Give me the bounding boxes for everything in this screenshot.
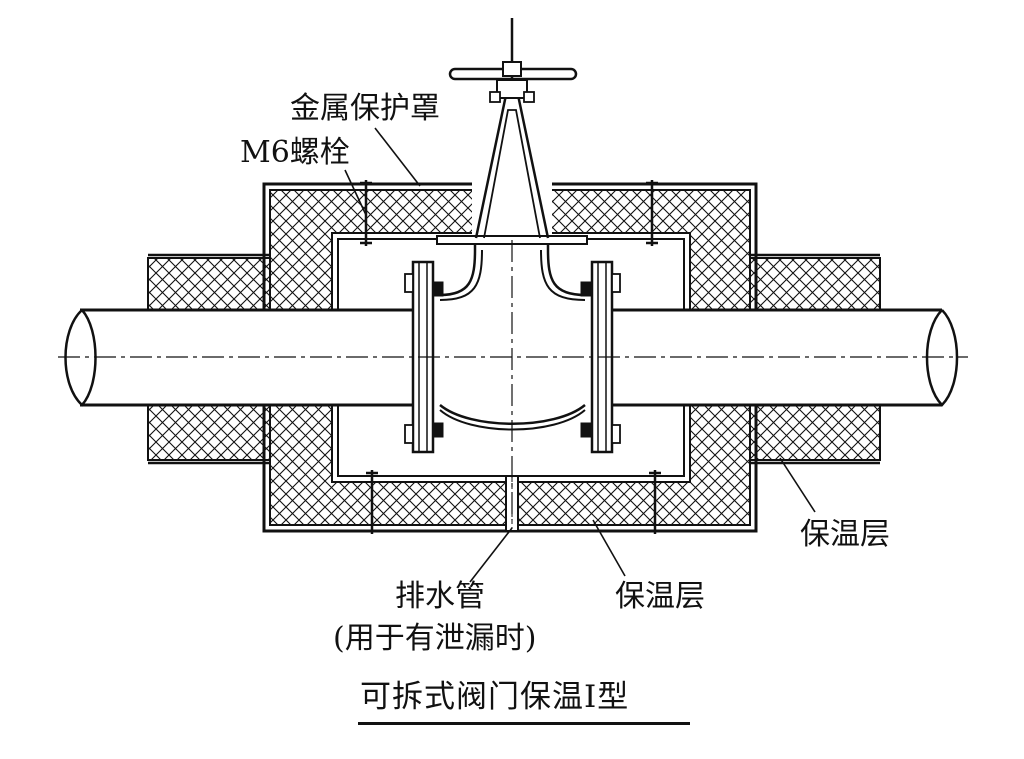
label-drain-pipe: 排水管	[395, 579, 485, 614]
center-lines	[58, 240, 968, 520]
label-metal-cover: 金属保护罩	[290, 91, 440, 126]
label-insulation-right: 保温层	[800, 517, 890, 552]
m6-bolts	[360, 180, 661, 534]
caption-underline	[358, 722, 690, 725]
valve-stem-handwheel	[448, 18, 578, 239]
leader-lines	[344, 127, 816, 583]
label-m6-bolt: M6螺栓	[240, 135, 350, 170]
label-drain-note: (用于有泄漏时)	[333, 621, 537, 656]
label-insulation-bottom: 保温层	[615, 579, 705, 614]
diagram-caption: 可拆式阀门保温Ⅰ型	[360, 679, 630, 715]
